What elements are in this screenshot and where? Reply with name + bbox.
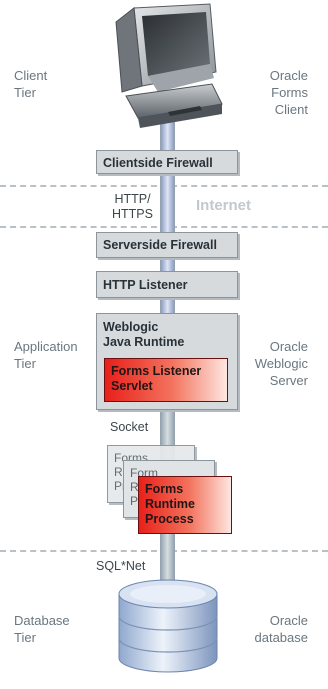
weblogic-runtime-label-line: Java Runtime [103,335,185,349]
oracle-weblogic-server-label-line: Weblogic [254,356,308,371]
client-tier-label-line: Client [14,68,48,83]
forms-runtime-process-label-line: Runtime [145,497,195,511]
application-tier-label-line: Application [14,339,78,354]
weblogic-runtime-label-line: Weblogic [103,320,159,334]
oracle-forms-client-label-line: Forms [271,85,308,100]
stacked-forms-label-line: P [130,494,139,508]
oracle-database-label-line: database [254,630,309,645]
sqlnet-label: SQL*Net [96,559,146,573]
http-listener-box: HTTP Listener [96,271,238,298]
oracle-database-label-line: Oracle [269,613,308,628]
application-tier-label-line: Tier [14,356,36,371]
http-label-line: HTTP/ [114,192,151,206]
oracle-weblogic-server-label-line: Server [269,373,308,388]
oracle-forms-client-label-line: Oracle [269,68,308,83]
forms-listener-servlet-label-line: Forms Listener [111,364,202,378]
client-computer-icon [115,3,223,128]
serverside-firewall-box: Serverside Firewall [96,232,238,258]
http-https-label: HTTP/ HTTPS [112,192,153,222]
forms-runtime-process-label-line: Process [145,512,194,526]
forms-runtime-process-box: Forms Runtime Process [138,476,232,534]
http-label-line: HTTPS [112,207,153,221]
oracle-forms-client-label: Oracle Forms Client [270,67,308,118]
forms-runtime-process-label-line: Forms [145,482,184,496]
socket-label: Socket [110,420,149,434]
forms-listener-servlet-label-line: Servlet [111,379,153,393]
database-tier-label-line: Database [14,613,70,628]
stacked-forms-label-line: R [130,480,139,494]
client-tier-label: Client Tier [14,67,47,101]
oracle-database-label: Oracle database [255,612,309,646]
application-tier-label: Application Tier [14,338,78,372]
oracle-forms-client-label-line: Client [274,102,308,117]
oracle-weblogic-server-label: Oracle Weblogic Server [255,338,308,389]
clientside-firewall-label: Clientside Firewall [103,156,213,170]
client-tier-label-line: Tier [14,85,36,100]
serverside-firewall-label: Serverside Firewall [103,238,217,252]
forms-listener-servlet-box: Forms Listener Servlet [104,358,228,402]
internet-label: Internet [196,197,252,214]
http-listener-label: HTTP Listener [103,278,188,292]
clientside-firewall-box: Clientside Firewall [96,150,238,174]
oracle-weblogic-server-label-line: Oracle [269,339,308,354]
database-tier-label: Database Tier [14,612,70,646]
database-tier-label-line: Tier [14,630,36,645]
database-cylinder-icon [118,579,218,673]
